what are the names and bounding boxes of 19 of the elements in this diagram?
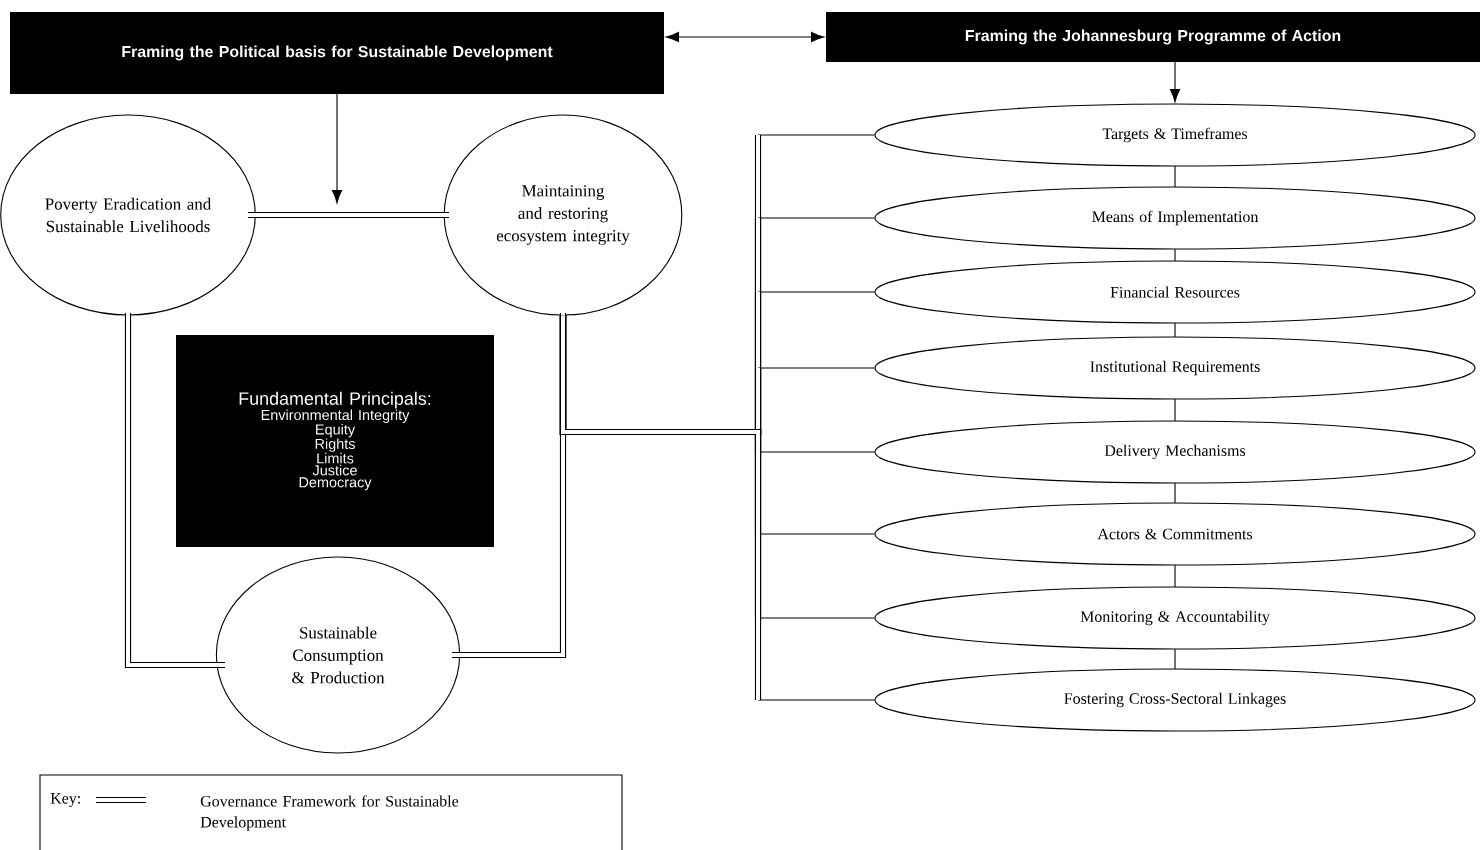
- key-label: Key:: [50, 793, 80, 807]
- connector-line: [248, 211, 449, 219]
- legend-text: Governance Framework for Sustainable Development: [200, 795, 459, 831]
- principles-box: Fundamental Principals: Environmental Integrity Equity Rights Limits Justice Democracy: [176, 335, 494, 547]
- connector-line: [1174, 564, 1176, 588]
- arrow: [665, 31, 825, 43]
- connector-line: [1174, 648, 1176, 670]
- title-box: Framing the Johannesburg Programme of Action: [826, 12, 1480, 62]
- connector-line: [1174, 322, 1176, 338]
- connector-line: [452, 313, 567, 659]
- arrow: [1169, 61, 1181, 103]
- title-box: Framing the Political basis for Sustainable Development: [10, 12, 664, 94]
- connector-line: [1174, 165, 1176, 188]
- connector-line: [1174, 248, 1176, 262]
- connector-line: [124, 313, 225, 669]
- connector-line: [1174, 398, 1176, 422]
- connector-line: [1174, 482, 1176, 504]
- arrow: [331, 93, 343, 204]
- connector-line: [559, 315, 875, 701]
